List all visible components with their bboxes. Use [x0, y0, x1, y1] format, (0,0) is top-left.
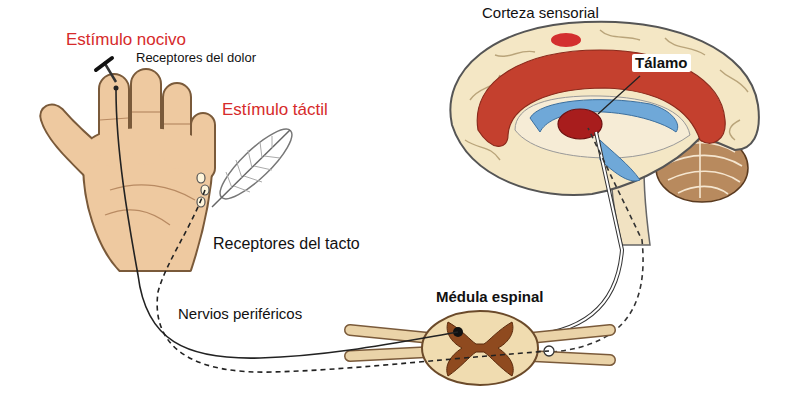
receptor-label: Receptores del tacto — [213, 234, 360, 253]
brain — [450, 22, 759, 245]
nerve-label: Nervios periféricos — [178, 305, 302, 323]
cortex-label: Corteza sensorial — [482, 4, 599, 22]
sensory-cortex-spot — [551, 33, 581, 47]
pain-receptor — [114, 86, 119, 91]
nail — [96, 58, 116, 82]
spinal-cord-label: Médula espinal — [436, 288, 544, 306]
receptor-label: Receptores del dolor — [136, 50, 256, 66]
ventricle — [530, 100, 678, 132]
hand-outline — [41, 70, 214, 270]
stimulus-label: Estímulo táctil — [222, 100, 328, 120]
ascending-tracts — [520, 128, 643, 352]
peripheral-nerves — [116, 90, 549, 372]
feather — [212, 121, 301, 208]
touch-receptors — [197, 173, 209, 207]
thalamus-label: Tálamo — [632, 54, 691, 72]
stimulus-label: Estímulo nocivo — [66, 30, 186, 50]
hand-creases — [100, 112, 195, 225]
hand — [41, 70, 214, 270]
gyri — [465, 30, 748, 160]
thalamus-leader — [598, 76, 640, 114]
spinal-cord — [350, 311, 610, 385]
